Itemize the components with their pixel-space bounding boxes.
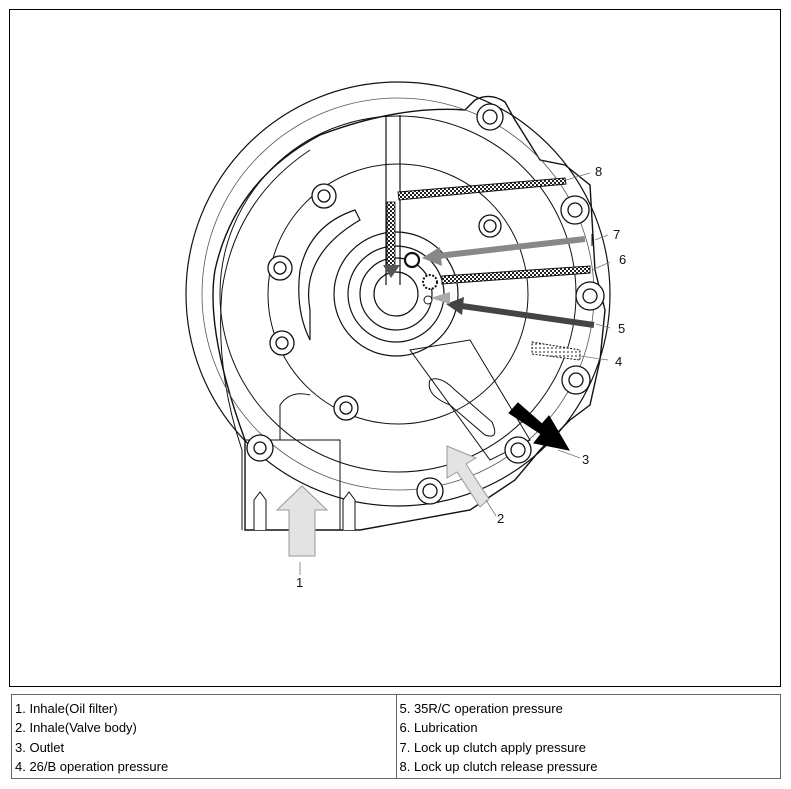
bolt-hole	[269, 330, 295, 356]
passage-8-release	[383, 177, 567, 278]
legend-item: 5. 35R/C operation pressure	[399, 701, 563, 716]
callout-8: 8	[595, 164, 602, 179]
legend-item: 3. Outlet	[15, 739, 65, 755]
bolt-hole	[476, 103, 504, 131]
legend-column-left: 1. Inhale(Oil filter) 2. Inhale(Valve bo…	[11, 694, 397, 779]
bolt-holes	[246, 103, 605, 505]
bolt-hole	[246, 434, 274, 462]
legend-item: 2. Inhale(Valve body)	[15, 720, 137, 736]
bolt-hole	[416, 477, 444, 505]
bolt-hole	[561, 365, 591, 395]
callout-5: 5	[618, 321, 625, 336]
passage-4-26b	[531, 341, 581, 361]
bolt-hole	[333, 395, 359, 421]
bolt-hole	[560, 195, 590, 225]
bolt-hole	[311, 183, 337, 209]
callout-7: 7	[613, 227, 620, 242]
callout-3: 3	[582, 452, 589, 467]
arrow-2-inhale-valve-body	[446, 445, 490, 508]
legend-item: 1. Inhale(Oil filter)	[15, 701, 118, 716]
callout-1: 1	[296, 575, 303, 590]
passage-6-lubrication	[422, 265, 591, 290]
oil-pump-diagram: 1 2 3 4 5 6 7 8	[185, 81, 626, 590]
legend-column-right: 5. 35R/C operation pressure 6. Lubricati…	[395, 694, 781, 779]
legend-item: 8. Lock up clutch release pressure	[399, 758, 598, 774]
leader-lines	[299, 172, 611, 575]
callout-4: 4	[615, 354, 622, 369]
dowel-pins	[253, 491, 356, 530]
callout-2: 2	[497, 511, 504, 526]
diagram-frame: 1 2 3 4 5 6 7 8	[9, 9, 781, 687]
legend-table: 1. Inhale(Oil filter) 2. Inhale(Valve bo…	[11, 694, 781, 779]
bolt-hole	[504, 436, 532, 464]
passage-7-apply	[403, 234, 593, 269]
callout-labels: 1 2 3 4 5 6 7 8	[296, 164, 626, 590]
pump-housing	[185, 81, 611, 531]
bolt-hole	[478, 214, 502, 238]
bolt-hole	[575, 281, 605, 311]
legend-item: 4. 26/B operation pressure	[15, 758, 169, 774]
bolt-hole	[267, 255, 293, 281]
legend-item: 6. Lubrication	[399, 720, 478, 736]
arrow-1-inhale-oil-filter	[275, 485, 329, 557]
legend-item: 7. Lock up clutch apply pressure	[399, 739, 586, 755]
arrow-3-outlet	[508, 402, 570, 451]
callout-6: 6	[619, 252, 626, 267]
passage-5-35rc	[423, 292, 595, 328]
